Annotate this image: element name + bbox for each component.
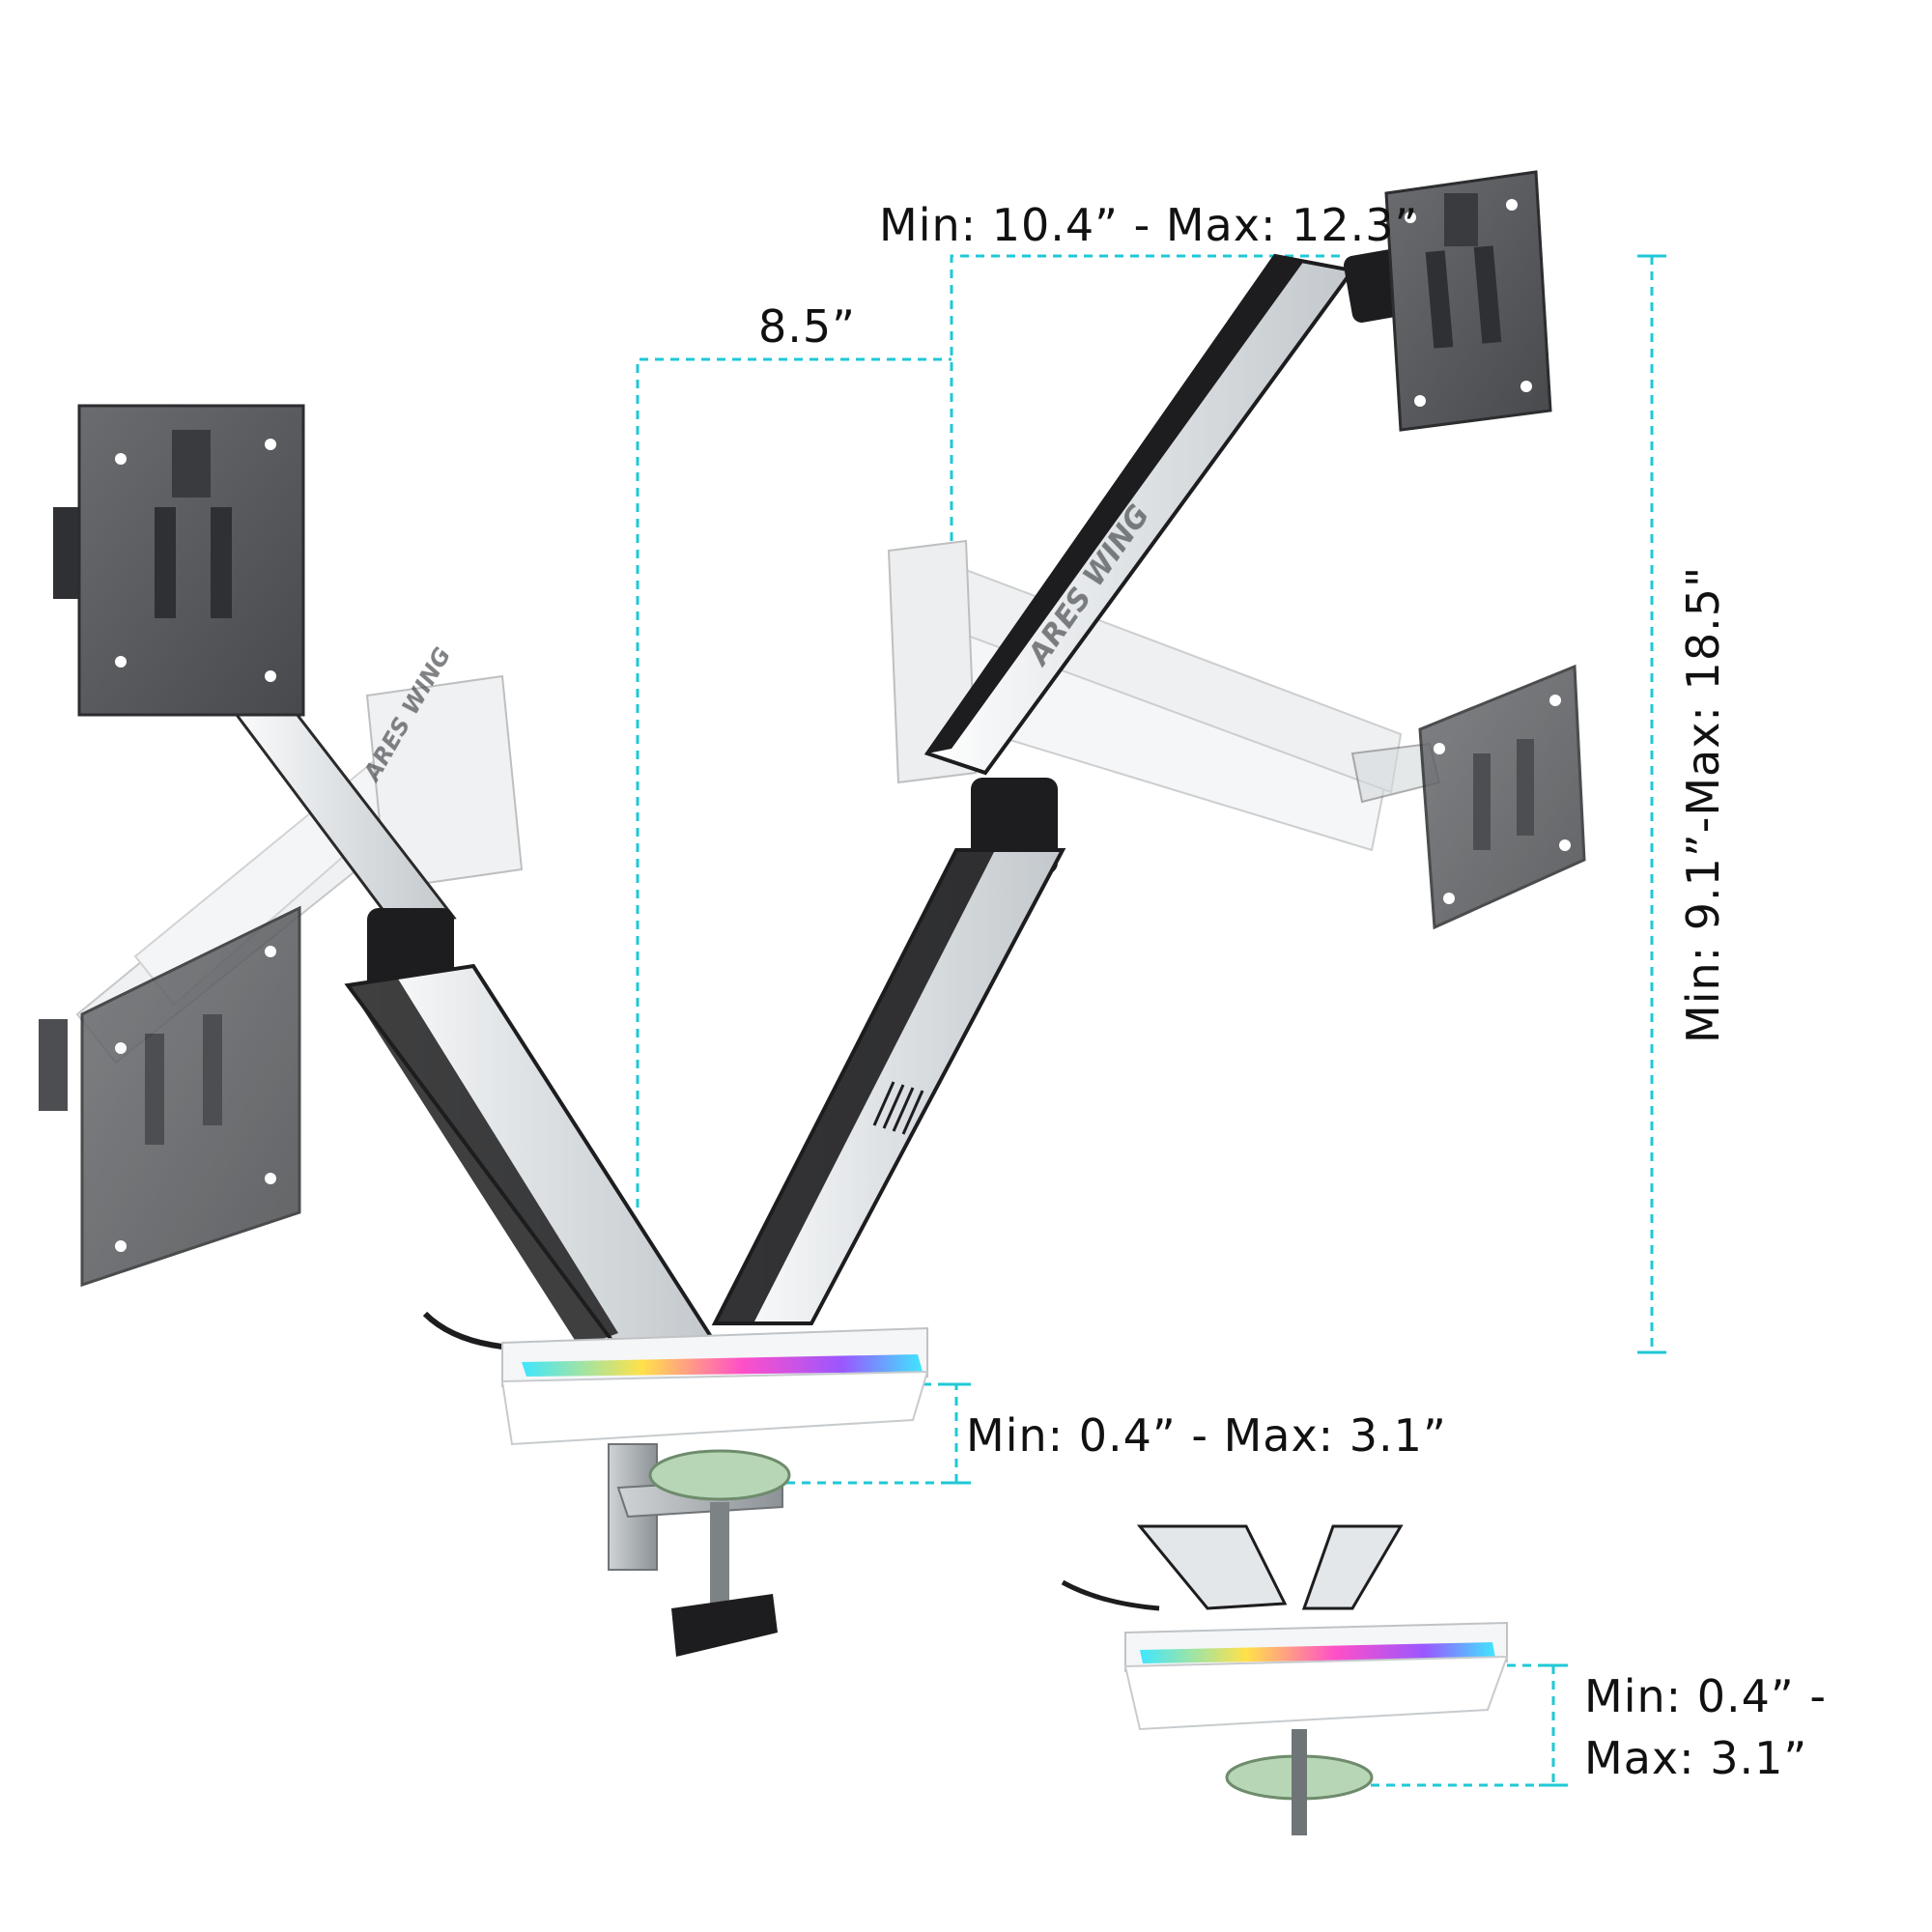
clamp-knob <box>671 1594 778 1657</box>
rgb-light-strip <box>522 1354 923 1377</box>
label-arm-extension: Min: 10.4” - Max: 12.3” <box>879 199 1419 251</box>
right-arm <box>711 247 1441 1325</box>
label-grommet-thickness-line1: Min: 0.4” - <box>1584 1670 1827 1722</box>
dimension-line-grommet <box>1367 1663 1555 1787</box>
clamp-pad <box>648 1449 791 1501</box>
clamp-screw <box>710 1502 729 1608</box>
grommet-screw <box>1292 1729 1307 1835</box>
label-clamp-thickness: Min: 0.4” - Max: 3.1” <box>966 1409 1447 1462</box>
desk-base-grommet <box>1061 1524 1509 1835</box>
label-arm-offset: 8.5” <box>758 300 856 353</box>
vesa-plate-top-left <box>53 404 305 717</box>
vesa-plate-top-right <box>1384 170 1552 432</box>
dimension-line-arm-offset <box>636 357 952 1208</box>
vesa-plate-bottom-left <box>39 905 301 1288</box>
dimension-line-arm-extension <box>950 254 1343 541</box>
desk-base-main <box>422 1311 929 1657</box>
right-upper-arm <box>923 253 1356 776</box>
vesa-plate-right-lower <box>1418 664 1586 930</box>
left-arm <box>218 694 719 1365</box>
dimension-line-clamp <box>778 1382 958 1485</box>
label-grommet-thickness-line2: Max: 3.1” <box>1584 1732 1808 1784</box>
label-height-range: Min: 9.1”-Max: 18.5" <box>1677 565 1729 1043</box>
dimension-lines <box>636 254 1666 1787</box>
